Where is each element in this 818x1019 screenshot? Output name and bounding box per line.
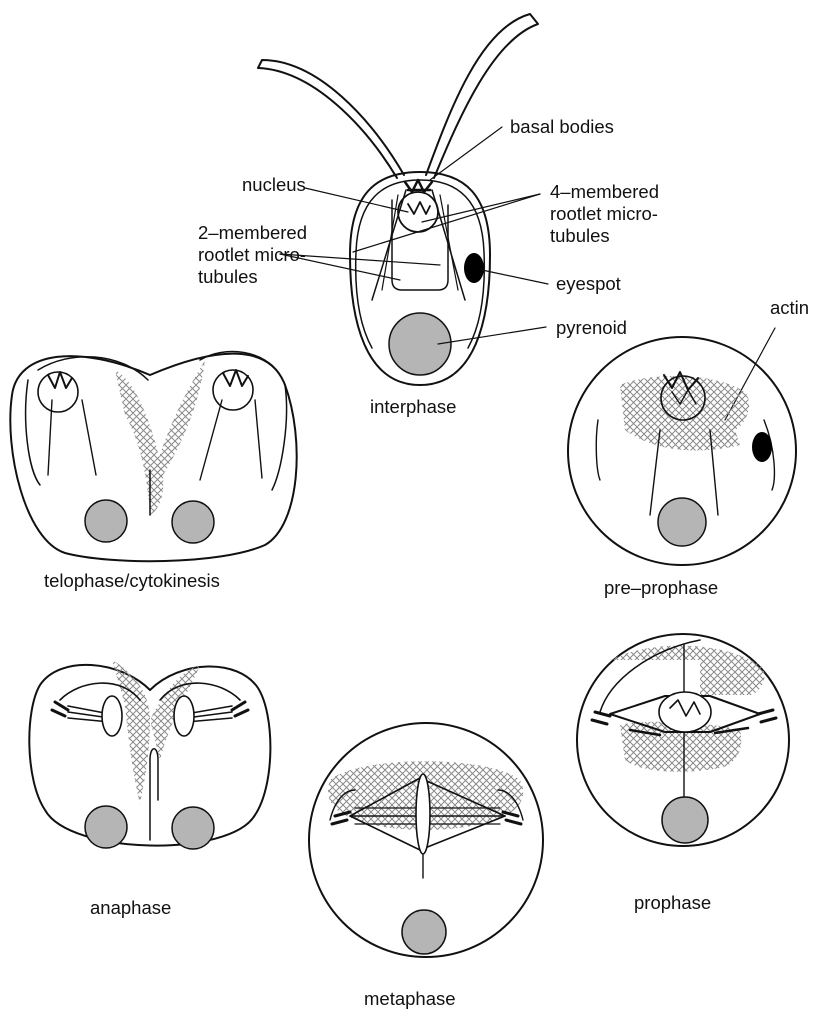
stage-interphase: interphase <box>370 396 456 418</box>
label-pyrenoid: pyrenoid <box>556 317 627 339</box>
stage-telophase: telophase/cytokinesis <box>44 570 220 592</box>
nucleus <box>398 192 438 232</box>
label-nucleus: nucleus <box>242 174 306 196</box>
metaphase-pyrenoid <box>402 910 446 954</box>
telophase-cell <box>10 352 296 562</box>
label-2-membered-rootlet: 2–membered rootlet micro- tubules <box>198 222 307 288</box>
label-2-membered-line1: 2–membered <box>198 222 307 244</box>
anaphase-pyrenoid-left <box>85 806 127 848</box>
label-4-membered-line2: rootlet micro- <box>550 203 659 225</box>
preprophase-pyrenoid <box>658 498 706 546</box>
stage-anaphase: anaphase <box>90 897 171 919</box>
metaphase-plate <box>416 774 430 854</box>
anaphase-cell <box>29 660 270 849</box>
label-4-membered-rootlet: 4–membered rootlet micro- tubules <box>550 181 659 247</box>
label-2-membered-line3: tubules <box>198 266 307 288</box>
prophase-actin <box>610 646 765 695</box>
prophase-pyrenoid <box>662 797 708 843</box>
label-eyespot: eyespot <box>556 273 621 295</box>
flagellum-left <box>258 60 404 178</box>
anaphase-nucleus-left <box>102 696 122 736</box>
stage-prophase: prophase <box>634 892 711 914</box>
preprophase-cell <box>568 337 796 565</box>
leader-4membered-b <box>353 194 540 252</box>
telophase-pyrenoid-right <box>172 501 214 543</box>
telophase-pyrenoid-left <box>85 500 127 542</box>
preprophase-eyespot <box>752 432 772 462</box>
label-4-membered-line3: tubules <box>550 225 659 247</box>
metaphase-cell <box>309 723 543 957</box>
leader-eyespot <box>482 270 548 284</box>
leader-pyrenoid <box>438 327 546 344</box>
leader-lines <box>280 127 775 420</box>
telophase-actin <box>115 370 163 515</box>
label-basal-bodies: basal bodies <box>510 116 614 138</box>
flagellum-right <box>426 14 538 178</box>
leader-4membered-a <box>422 194 540 222</box>
anaphase-pyrenoid-right <box>172 807 214 849</box>
stage-metaphase: metaphase <box>364 988 456 1010</box>
prophase-nucleus <box>659 692 711 732</box>
label-actin: actin <box>770 297 809 319</box>
eyespot <box>464 253 484 283</box>
interphase-cell <box>258 14 538 385</box>
label-4-membered-line1: 4–membered <box>550 181 659 203</box>
stage-preprophase: pre–prophase <box>604 577 718 599</box>
basal-bodies <box>405 180 432 192</box>
anaphase-nucleus-right <box>174 696 194 736</box>
preprophase-actin <box>620 376 749 450</box>
prophase-cell <box>577 634 789 846</box>
label-2-membered-line2: rootlet micro- <box>198 244 307 266</box>
